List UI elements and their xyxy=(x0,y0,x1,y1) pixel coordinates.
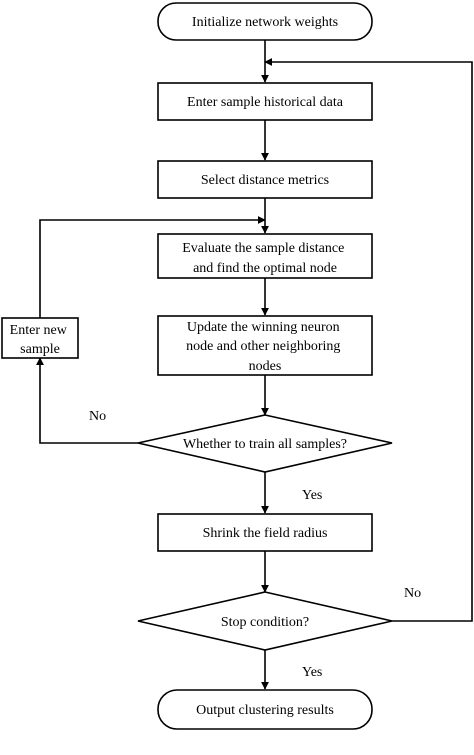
edge-label-stop-yes: Yes xyxy=(302,665,322,680)
node-update-winning-neuron: Update the winning neuron node and other… xyxy=(157,315,373,376)
edge-label-train-no: No xyxy=(89,409,106,424)
edge-stop-no-to-enter-data xyxy=(264,58,473,622)
decision-stop-condition-text: Stop condition? xyxy=(221,615,309,630)
node-output-clustering-results-text: Output clustering results xyxy=(196,703,334,718)
decision-stop-condition: Stop condition? xyxy=(137,591,393,651)
edge-enter-new-to-evaluate xyxy=(39,216,266,318)
edge-label-train-yes: Yes xyxy=(302,488,322,503)
node-select-distance-metrics: Select distance metrics xyxy=(157,160,373,199)
node-evaluate-distance-text: Evaluate the sample distance and find th… xyxy=(182,241,348,276)
node-enter-sample-data: Enter sample historical data xyxy=(157,82,373,121)
node-enter-sample-data-text: Enter sample historical data xyxy=(187,95,344,110)
edge-label-stop-no: No xyxy=(404,586,421,601)
node-initialize-weights-text: Initialize network weights xyxy=(192,15,338,30)
edge-train-all-no-to-enter-new xyxy=(36,357,138,444)
node-output-clustering-results: Output clustering results xyxy=(157,689,373,730)
node-initialize-weights: Initialize network weights xyxy=(157,2,373,41)
node-enter-new-sample-text: Enter new sample xyxy=(10,323,71,357)
node-shrink-field-radius: Shrink the field radius xyxy=(157,513,373,552)
node-select-distance-metrics-text: Select distance metrics xyxy=(201,173,329,188)
decision-train-all-samples-text: Whether to train all samples? xyxy=(183,437,347,452)
node-evaluate-distance: Evaluate the sample distance and find th… xyxy=(157,233,373,279)
decision-train-all-samples: Whether to train all samples? xyxy=(137,414,393,473)
edges xyxy=(36,40,473,690)
node-enter-new-sample: Enter new sample xyxy=(1,317,79,359)
node-update-winning-neuron-text: Update the winning neuron node and other… xyxy=(186,320,344,374)
node-shrink-field-radius-text: Shrink the field radius xyxy=(203,526,328,541)
